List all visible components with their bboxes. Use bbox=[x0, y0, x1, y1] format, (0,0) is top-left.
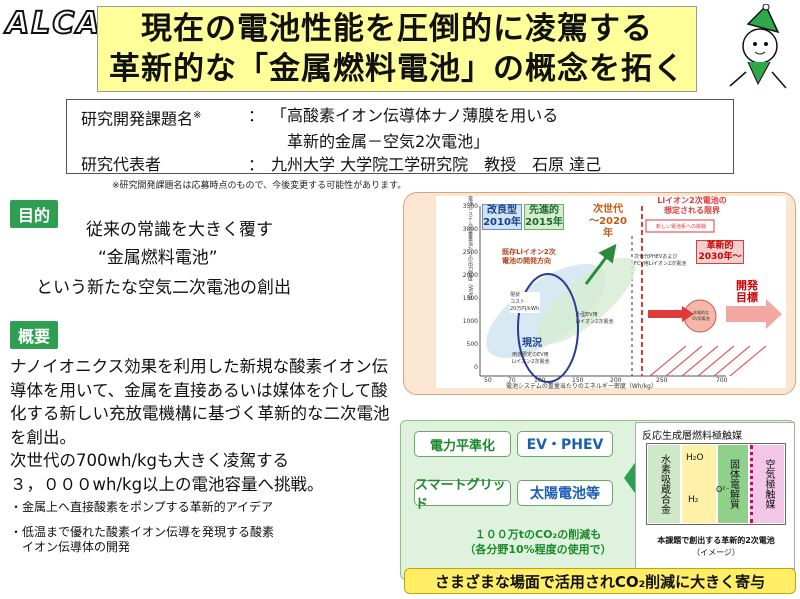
full-ev-label: 本格的な EV用電池 bbox=[692, 310, 710, 321]
footnote: ※研究開発課題名は応募時点のもので、今後変更する可能性があります。 bbox=[112, 181, 407, 191]
roadmap-chart: 電池システムの重量当たりの出力密度（W/kg） 電池システムの重量当たりのエネル… bbox=[436, 196, 786, 390]
target-arrow bbox=[726, 306, 766, 322]
small-ev-label: 小型EV用 Liイオン2次電池 bbox=[576, 312, 614, 325]
existing-direction-label: 既存Liイオン2次 電池の開発方向 bbox=[502, 248, 556, 265]
h2-label: H₂ bbox=[688, 495, 699, 505]
x-tick-label: 100 bbox=[534, 377, 546, 384]
co2-line-2: （各分野10%程度の使用で） bbox=[464, 543, 612, 556]
y-axis-label: 電池システムの重量当たりの出力密度（W/kg） bbox=[467, 196, 473, 304]
overview-p2: 次世代の700wh/kgも大きく凌駕する bbox=[10, 451, 290, 470]
topic-mark: ※ bbox=[193, 110, 202, 121]
y-tick-label: 3500 bbox=[462, 203, 478, 210]
current-ellipse bbox=[517, 273, 579, 383]
y-tick-label: 0 bbox=[474, 364, 478, 371]
target-arrow-head bbox=[766, 299, 782, 329]
title-line-1: 現在の電池性能を圧倒的に凌駕する bbox=[141, 11, 653, 47]
cost-label: 現状 コスト 20万円/kWh bbox=[510, 292, 540, 313]
purpose-line-1: 従来の常識を大きく覆す bbox=[86, 220, 273, 240]
x-tick-label: 150 bbox=[572, 377, 584, 384]
cell-title: 反応生成層燃料極触媒 bbox=[642, 431, 742, 442]
gas-space bbox=[682, 445, 716, 523]
topic-line-1: 「高酸素イオン伝導体ナノ薄膜を用いる bbox=[271, 106, 559, 125]
x-tick-label: 70 bbox=[508, 377, 516, 384]
target-label: 開発 目標 bbox=[736, 279, 758, 304]
title-box: 現在の電池性能を圧倒的に凌駕する 革新的な「金属燃料電池」の概念を拓く bbox=[97, 6, 697, 92]
cell-illustration: 反応生成層燃料極触媒 水素吸蔵合金 H₂O H₂ 固体電解質 O²⁻ 空気極触媒… bbox=[635, 422, 795, 569]
co2-line-1: １００万tのCO₂の削減も bbox=[474, 528, 602, 541]
new-dev-label: 新しい電池系への挑戦 bbox=[655, 224, 706, 230]
purpose-label: 目的 bbox=[10, 200, 59, 228]
x-tick-label: 250 bbox=[656, 377, 668, 384]
hatch-area bbox=[649, 345, 767, 377]
x-tick-label: 700 bbox=[716, 377, 728, 384]
range-ellipse-2 bbox=[536, 257, 636, 345]
tag-2030: 革新的 2030年～ bbox=[696, 240, 744, 264]
y-tick-label: 1000 bbox=[462, 318, 478, 325]
y-tick-label: 2000 bbox=[462, 272, 478, 279]
btn-ev-phev: EV・PHEV bbox=[517, 431, 613, 457]
x-axis-label: 電池システムの重量当たりのエネルギー密度（Wh/kg） bbox=[506, 383, 657, 390]
tag-2015: 先進的 2015年 bbox=[524, 204, 564, 230]
topic-sep: ： bbox=[247, 106, 264, 125]
h2o-label: H₂O bbox=[686, 453, 704, 463]
overview-bullet-2: ・低温まで優れた酸素イオン伝導を発現する酸素 bbox=[10, 525, 275, 539]
y-tick-label: 500 bbox=[466, 341, 478, 348]
title-line-2: 革新的な「金属燃料電池」の概念を拓く bbox=[109, 51, 685, 87]
overview-p1: ナノイオニクス効果を利用した新規な酸素イオン伝導体を用いて、金属を直接あるいは媒… bbox=[10, 357, 390, 447]
btn-load-leveling: 電力平準化 bbox=[414, 431, 511, 457]
solid-electrolyte: 固体電解質 bbox=[718, 445, 748, 523]
existing-arrow bbox=[584, 243, 617, 285]
overview-p3: ３，０００wh/kg以上の電池容量へ挑戦。 bbox=[10, 474, 324, 494]
x-tick-label: 50 bbox=[484, 377, 492, 384]
topic-label: 研究開発課題名 bbox=[81, 109, 194, 129]
y-tick-label: 1500 bbox=[462, 295, 478, 302]
current-label: 現況 bbox=[522, 338, 542, 349]
o2-ion-label: O²⁻ bbox=[716, 485, 730, 494]
y-tick-label: 2500 bbox=[462, 249, 478, 256]
btn-solar: 太陽電池等 bbox=[517, 480, 613, 506]
cell-body bbox=[646, 443, 786, 525]
x-tick-label: 200 bbox=[610, 377, 622, 384]
phev-label: 次世代PHEVおよび FCV用Liイオン2次電池 bbox=[634, 254, 687, 267]
new-dev-arrow-head bbox=[682, 306, 694, 322]
rep-sep: ： bbox=[247, 155, 264, 175]
btn-smart-grid: スマートグリッド bbox=[414, 478, 511, 512]
representative-value: 九州大学 大学院工学研究院 教授 石原 達己 bbox=[271, 155, 602, 175]
tag-2010: 改良型 2010年 bbox=[482, 204, 522, 230]
mascot-icon bbox=[729, 4, 787, 89]
purpose-line-2: “金属燃料電池” bbox=[98, 248, 218, 268]
alca-logo: ALCA bbox=[5, 5, 102, 42]
x-ticks: 50 70 100 150 200 250 700 bbox=[480, 377, 730, 387]
overview-bullet-1: ・金属上へ直接酸素をポンプする革新的アイデア bbox=[10, 500, 274, 514]
cell-caption-2: （イメージ） bbox=[692, 548, 740, 557]
tag-2020: 次世代 ～2020年 bbox=[589, 204, 627, 239]
overview-label: 概要 bbox=[10, 321, 59, 349]
new-dev-box bbox=[645, 219, 715, 233]
bottom-banner: さまざまな場面で活用されCO₂削減に大きく寄与 bbox=[404, 568, 796, 594]
hydrogen-alloy: 水素吸蔵合金 bbox=[648, 445, 680, 523]
cell-caption-1: 本課題で創出する革新的2次電池 bbox=[657, 536, 775, 545]
y-tick-label: 3000 bbox=[462, 226, 478, 233]
air-electrode: 空気極触媒 bbox=[750, 445, 784, 523]
limit-label: Liイオン2次電池の 想定される限界 bbox=[657, 196, 727, 215]
representative-label: 研究代表者 bbox=[81, 155, 162, 175]
project-info-box: 研究開発課題名※ ： 「高酸素イオン伝導体ナノ薄膜を用いる 革新的金属－空気2次… bbox=[66, 99, 734, 174]
topic-line-2: 革新的金属－空気2次電池」 bbox=[287, 132, 490, 152]
purpose-line-3: という新たな空気二次電池の創出 bbox=[36, 278, 291, 298]
overview-text: ナノイオニクス効果を利用した新規な酸素イオン伝導体を用いて、金属を直接あるいは媒… bbox=[10, 355, 390, 555]
co2-reduction-text: １００万tのCO₂の削減も （各分野10%程度の使用で） bbox=[418, 527, 658, 557]
overview-bullet-2b: イオン伝導体の開発 bbox=[10, 540, 131, 554]
ev-use-label: 用途限定のEV用 Liイオン2次電池 bbox=[512, 352, 550, 365]
